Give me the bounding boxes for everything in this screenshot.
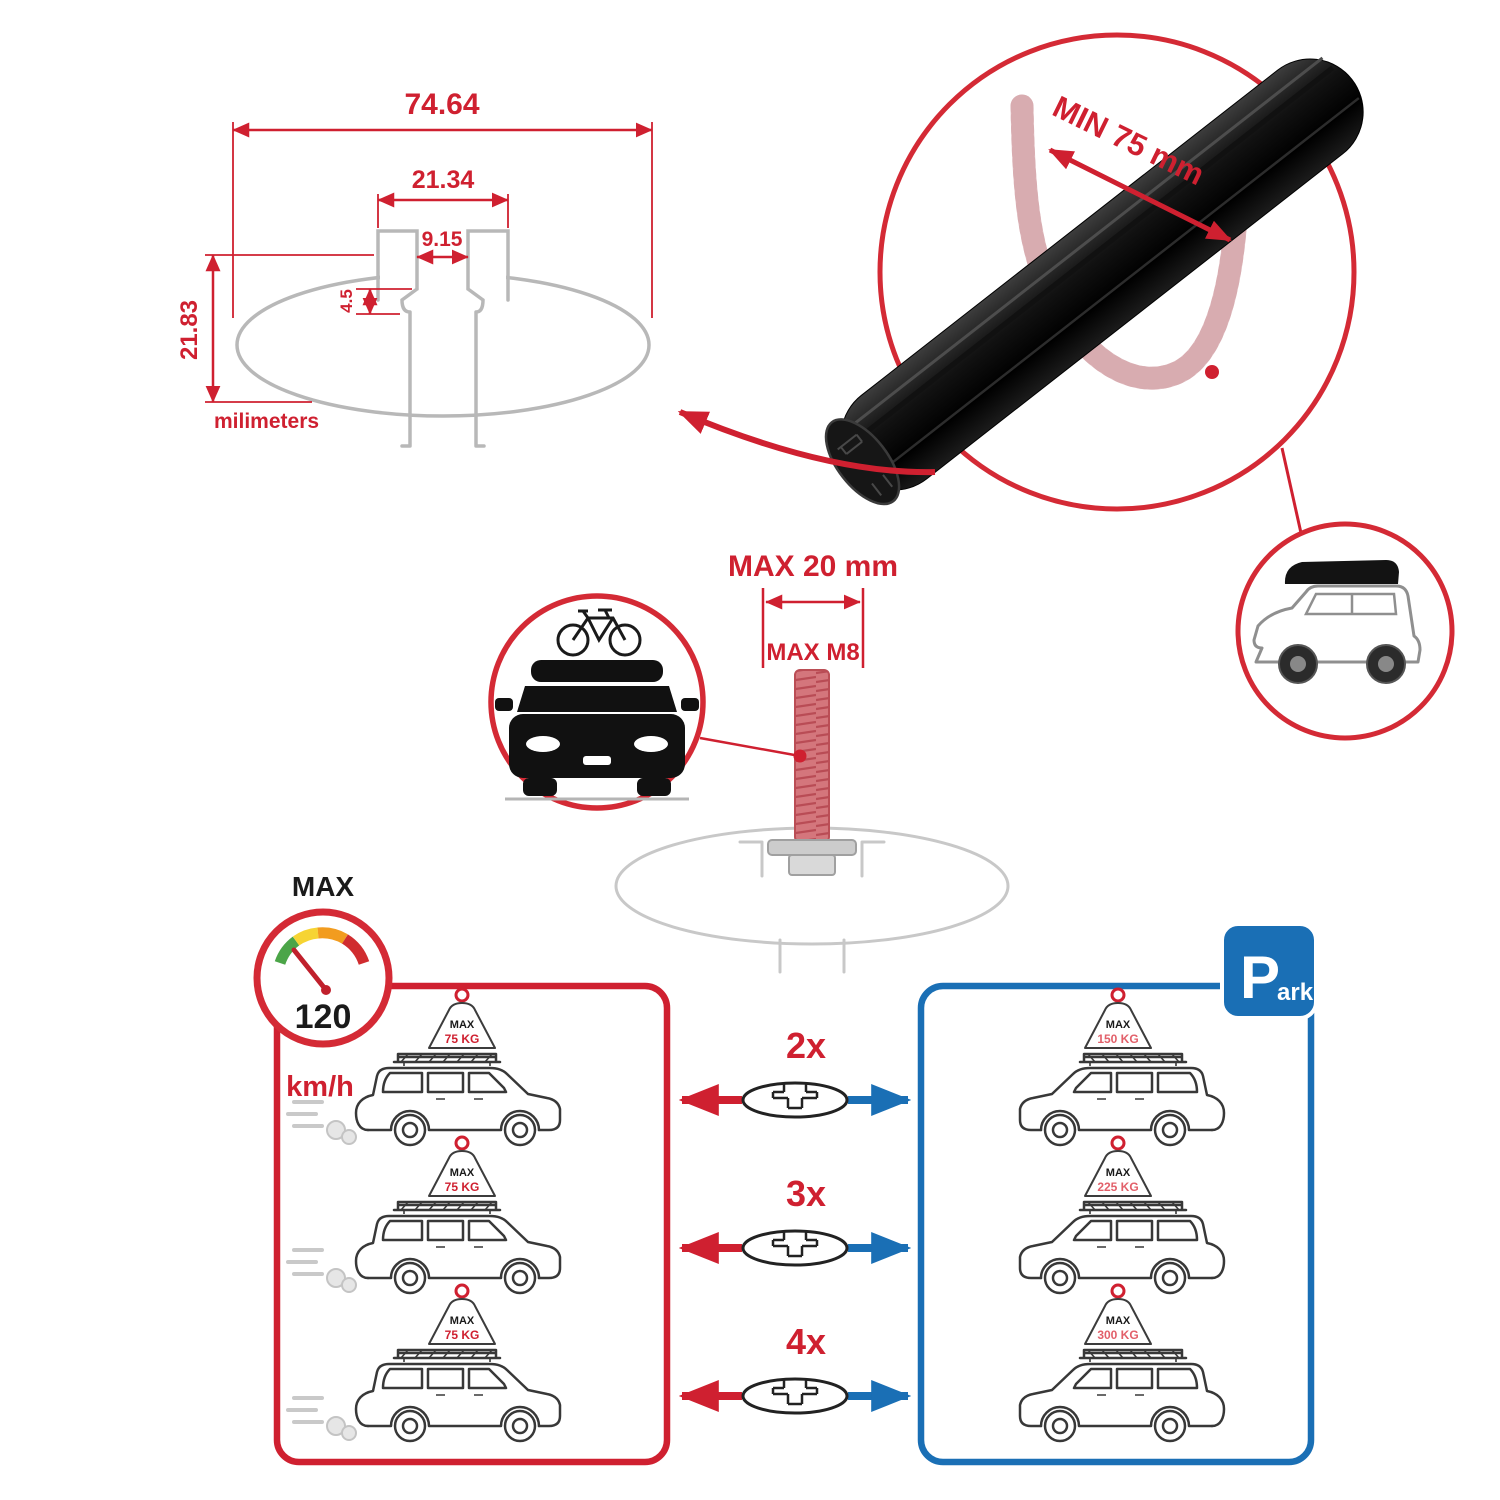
crossbar-oval-icon bbox=[741, 1081, 849, 1119]
spacer-row-3: 4x bbox=[678, 1321, 912, 1415]
u-bolt-ghost bbox=[1010, 94, 1248, 390]
dim-channel-width-label: 21.34 bbox=[412, 166, 475, 194]
badge-weight: 225 KG bbox=[1097, 1180, 1138, 1194]
badge-weight: 75 KG bbox=[445, 1032, 480, 1046]
roof-box-icon bbox=[1284, 560, 1399, 584]
badge-weight: 150 KG bbox=[1097, 1032, 1138, 1046]
parking-sign: P ark bbox=[1220, 922, 1318, 1020]
spacer-row-1: 2x bbox=[678, 1025, 912, 1119]
crossbar-oval-icon bbox=[741, 1377, 849, 1415]
badge-weight: 75 KG bbox=[445, 1328, 480, 1342]
min-span-arrow bbox=[1048, 147, 1232, 243]
speed-unit-label: km/h bbox=[286, 1071, 354, 1103]
profile-pointer-arrow bbox=[677, 409, 936, 476]
spacer-row-2: 3x bbox=[678, 1173, 912, 1267]
badge-weight: 75 KG bbox=[445, 1180, 480, 1194]
dim-profile-height-label: 21.83 bbox=[176, 300, 203, 360]
park-car-1 bbox=[1018, 1052, 1226, 1147]
park-car-2 bbox=[1018, 1200, 1226, 1295]
t-bolt-icon bbox=[767, 669, 857, 876]
ghost-profile-channel bbox=[738, 840, 886, 974]
dim-slot-width-label: 9.15 bbox=[422, 228, 463, 251]
spacer-count-label: 3x bbox=[786, 1173, 826, 1214]
bolt-detail-section: MAX 20 mm MAX M8 bbox=[488, 550, 1010, 974]
bolt-callout-line bbox=[699, 736, 801, 758]
suv-roofbox-circle bbox=[1235, 521, 1455, 741]
bolt-callout-dot bbox=[793, 749, 807, 763]
crossbar-detail-circle: MIN 75 mm bbox=[677, 32, 1364, 534]
profile-channel-lines bbox=[376, 229, 510, 448]
spacer-count-label: 2x bbox=[786, 1025, 826, 1066]
dim-total-ext-lines bbox=[232, 122, 653, 318]
roof-load-badge: MAX 225 KG bbox=[1084, 1135, 1152, 1197]
badge-weight: 300 KG bbox=[1097, 1328, 1138, 1342]
roof-load-badge: MAX 150 KG bbox=[1084, 987, 1152, 1049]
parking-letter: P bbox=[1240, 944, 1280, 1011]
drive-panel-border bbox=[273, 982, 671, 1466]
bolt-max-length-label: MAX 20 mm bbox=[728, 550, 898, 583]
car-front-icon bbox=[495, 660, 699, 801]
bolt-dim-ext-lines bbox=[761, 588, 865, 668]
park-panel-border bbox=[917, 982, 1315, 1466]
aluminum-crossbar bbox=[824, 56, 1364, 506]
dim-total-width-label: 74.64 bbox=[404, 88, 479, 121]
badge-title: MAX bbox=[1106, 1019, 1131, 1031]
suv-icon bbox=[1252, 584, 1422, 684]
clamp-callout-dot bbox=[1205, 365, 1219, 379]
badge-title: MAX bbox=[450, 1019, 475, 1031]
badge-title: MAX bbox=[450, 1315, 475, 1327]
park-car-3 bbox=[1018, 1348, 1226, 1443]
dim-lip-height-label: 4.5 bbox=[337, 289, 356, 313]
car-front-circle bbox=[488, 593, 706, 811]
badge-title: MAX bbox=[450, 1167, 475, 1179]
drive-car-1 bbox=[354, 1052, 562, 1147]
roof-load-badge: MAX 75 KG bbox=[428, 1135, 496, 1197]
badge-title: MAX bbox=[1106, 1315, 1131, 1327]
bicycle-icon bbox=[556, 608, 642, 657]
bolt-max-thread-label: MAX M8 bbox=[766, 639, 859, 666]
unit-note-label: milimeters bbox=[214, 410, 319, 433]
drive-car-3 bbox=[354, 1348, 562, 1443]
spacer-count-label: 4x bbox=[786, 1321, 826, 1362]
parking-suffix: ark bbox=[1277, 979, 1314, 1006]
crossbar-oval-icon bbox=[741, 1229, 849, 1267]
roof-load-badge: MAX 75 KG bbox=[428, 987, 496, 1049]
roof-load-badge: MAX 75 KG bbox=[428, 1283, 496, 1345]
dim-height-ext-lines bbox=[205, 254, 374, 403]
badge-title: MAX bbox=[1106, 1167, 1131, 1179]
speed-value: 120 bbox=[295, 998, 352, 1036]
speedometer: MAX 120 km/h bbox=[253, 871, 393, 1103]
circle-connector-line bbox=[1280, 447, 1303, 534]
roof-load-badge: MAX 300 KG bbox=[1084, 1283, 1152, 1345]
speed-max-label: MAX bbox=[292, 871, 355, 902]
speedometer-needle bbox=[291, 947, 329, 993]
drive-car-2 bbox=[354, 1200, 562, 1295]
speed-smoke bbox=[286, 1100, 358, 1146]
speed-smoke bbox=[286, 1248, 358, 1294]
crossbar-profile-diagram: 74.64 21.34 9.15 4.5 21.83 milimeters bbox=[176, 88, 653, 448]
speed-smoke bbox=[286, 1396, 358, 1442]
